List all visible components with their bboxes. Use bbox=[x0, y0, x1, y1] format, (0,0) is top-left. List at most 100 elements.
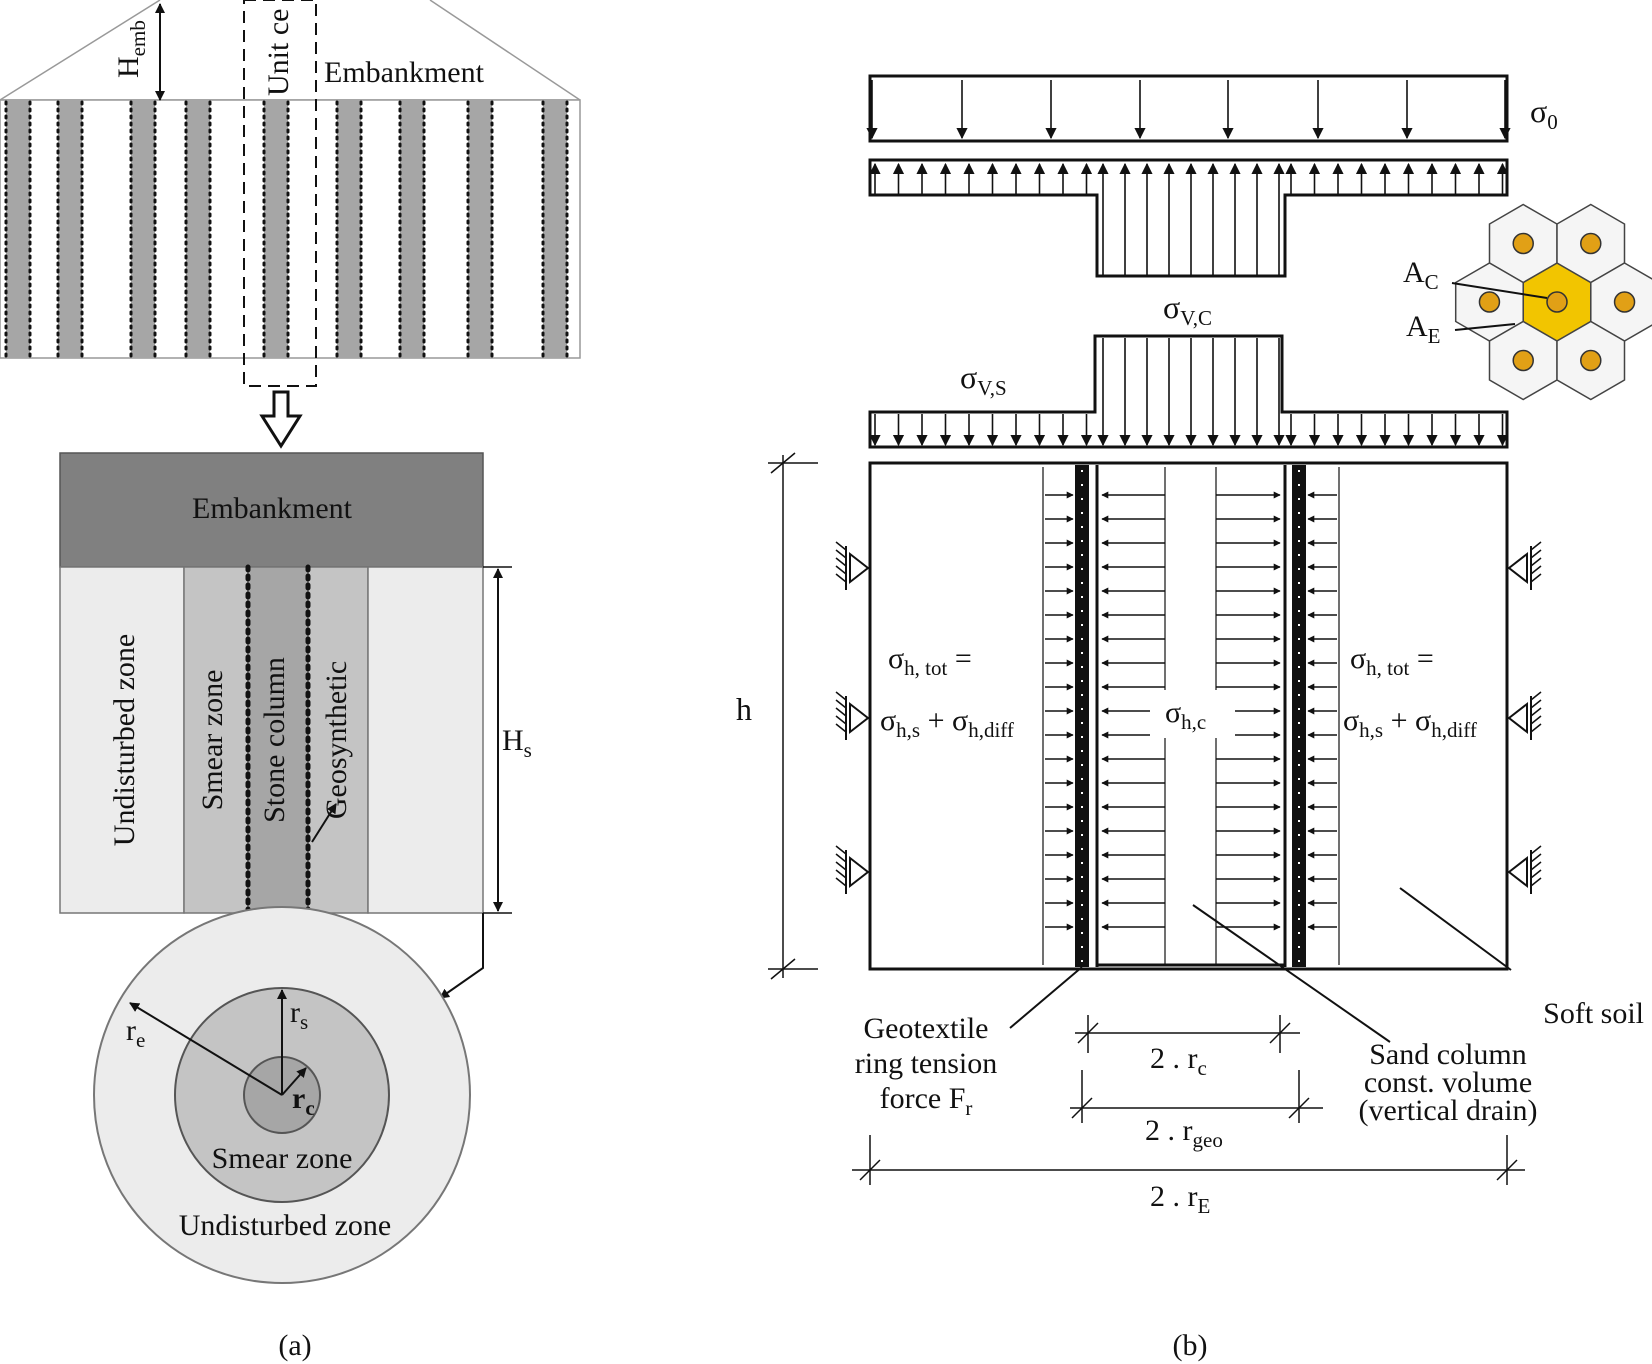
sand-column-label-line2: const. volume bbox=[1364, 1066, 1532, 1099]
sigma-0-label: σ0 bbox=[1530, 93, 1558, 134]
panel-a: Unit ce Embankment Hemb Embankment Undis… bbox=[0, 0, 581, 1362]
h-label: h bbox=[736, 691, 752, 727]
r-e-label: re bbox=[126, 1014, 145, 1052]
geotextile-right bbox=[1292, 465, 1306, 967]
support-hatch bbox=[1530, 845, 1542, 855]
dim-re bbox=[852, 1135, 1525, 1185]
support-hatch bbox=[835, 573, 847, 583]
support-hatch bbox=[835, 541, 847, 551]
reaction-stress-arrows bbox=[869, 162, 1509, 275]
hollow-down-arrow bbox=[259, 390, 303, 449]
caption-b: (b) bbox=[1173, 1329, 1208, 1362]
support-hatch bbox=[835, 557, 847, 567]
support-hatch bbox=[835, 861, 847, 871]
sigma-h-tot-right-label: σh, tot = bbox=[1350, 642, 1434, 680]
support-triangle bbox=[1507, 855, 1528, 889]
roller-support-left bbox=[835, 691, 870, 740]
soft-soil-leader bbox=[1399, 887, 1512, 971]
strip-column-1 bbox=[6, 100, 30, 358]
sigma-vc-label: σV,C bbox=[1163, 289, 1212, 330]
r-c-label: rc bbox=[292, 1082, 315, 1120]
section-connector bbox=[439, 913, 484, 999]
support-hatch bbox=[835, 699, 847, 709]
strip-column-7 bbox=[400, 100, 424, 358]
strip-column-2 bbox=[58, 100, 82, 358]
geosynthetic-pointer bbox=[311, 803, 337, 843]
support-hatch bbox=[1530, 557, 1542, 567]
sigma-0-arrows bbox=[866, 80, 1511, 140]
a-c-leader bbox=[1451, 282, 1548, 299]
hex-column-dot bbox=[1512, 232, 1534, 255]
hex-column-dot bbox=[1580, 349, 1602, 372]
smear-zone-left bbox=[183, 566, 249, 914]
strip-column-6 bbox=[337, 100, 361, 358]
geotextile-left bbox=[1075, 465, 1089, 967]
sigma-vs-label: σV,S bbox=[960, 359, 1007, 400]
strip-column-5 bbox=[264, 100, 288, 358]
hex-column-dot bbox=[1613, 291, 1636, 313]
hex-column-dot bbox=[1546, 291, 1568, 313]
caption-a: (a) bbox=[278, 1329, 311, 1362]
unit-cell-hex-layout bbox=[1454, 203, 1652, 401]
support-hatch bbox=[1530, 723, 1542, 733]
support-hatch bbox=[1530, 869, 1542, 879]
geotextile-label-line2: ring tension bbox=[855, 1047, 998, 1080]
support-hatch bbox=[1530, 861, 1542, 871]
strip-column-8 bbox=[468, 100, 492, 358]
support-triangle bbox=[1507, 701, 1528, 735]
hex-column-dot bbox=[1512, 349, 1534, 372]
dim-rgeo-label: 2 . rgeo bbox=[1145, 1114, 1223, 1152]
h-s-label: Hs bbox=[502, 724, 532, 762]
support-hatch bbox=[835, 565, 847, 575]
horizontal-stress-arrows bbox=[1045, 491, 1337, 931]
unit-cell-outline bbox=[243, 0, 317, 387]
applied-stress-box bbox=[868, 334, 1509, 449]
stone-columns-row bbox=[4, 100, 569, 358]
dim-rc bbox=[1075, 1015, 1300, 1053]
geotextile-label-line3: force Fr bbox=[880, 1082, 973, 1120]
dim-rc-label: 2 . rc bbox=[1150, 1042, 1207, 1080]
sand-column-label-line3: (vertical drain) bbox=[1358, 1094, 1537, 1127]
support-hatch bbox=[835, 853, 847, 863]
r-e-radius bbox=[129, 1002, 283, 1096]
stone-column-label: Stone column bbox=[258, 657, 291, 823]
dim-rgeo bbox=[1070, 1070, 1323, 1123]
geotextile-label-line1: Geotextile bbox=[864, 1012, 989, 1045]
support-hatch bbox=[835, 845, 847, 855]
r-c-radius bbox=[281, 1067, 307, 1096]
support-hatch bbox=[835, 715, 847, 725]
h-emb-label: Hemb bbox=[112, 20, 150, 78]
smear-zone-label: Smear zone bbox=[196, 670, 229, 811]
sand-column-leader bbox=[1192, 904, 1391, 1043]
applied-stress-arrows bbox=[869, 338, 1509, 447]
circle-undisturbed-label: Undisturbed zone bbox=[179, 1209, 391, 1242]
hex-column-dot bbox=[1478, 291, 1501, 313]
support-hatch bbox=[1530, 565, 1542, 575]
a-e-leader bbox=[1454, 323, 1516, 331]
support-hatch bbox=[1530, 853, 1542, 863]
roller-support-left bbox=[835, 845, 870, 894]
support-hatch bbox=[1530, 549, 1542, 559]
sigma-h-sum-right-label: σh,s + σh,diff bbox=[1343, 704, 1477, 742]
sigma-h-sum-left-label: σh,s + σh,diff bbox=[880, 704, 1014, 742]
support-hatch bbox=[835, 691, 847, 701]
support-hatch bbox=[1530, 715, 1542, 725]
support-triangle bbox=[1507, 551, 1528, 585]
panel-b: σ0 σV,C σV,S AC AE bbox=[736, 74, 1652, 1362]
support-hatch bbox=[1530, 877, 1542, 887]
support-hatch bbox=[835, 707, 847, 717]
support-hatch bbox=[835, 549, 847, 559]
geosynthetic-label: Geosynthetic bbox=[320, 661, 353, 819]
sigma-h-c-label: σh,c bbox=[1165, 696, 1206, 734]
support-hatch bbox=[1530, 573, 1542, 583]
undisturbed-zone-right bbox=[367, 566, 484, 914]
sand-column-label-line1: Sand column bbox=[1369, 1038, 1527, 1071]
support-hatch bbox=[1530, 691, 1542, 701]
roller-support-right bbox=[1507, 541, 1542, 590]
a-e-label: AE bbox=[1406, 310, 1441, 348]
geotextile-leader bbox=[1009, 966, 1083, 1029]
support-hatch bbox=[1530, 699, 1542, 709]
support-hatch bbox=[1530, 541, 1542, 551]
roller-support-right bbox=[1507, 845, 1542, 894]
roller-supports bbox=[835, 541, 1542, 894]
